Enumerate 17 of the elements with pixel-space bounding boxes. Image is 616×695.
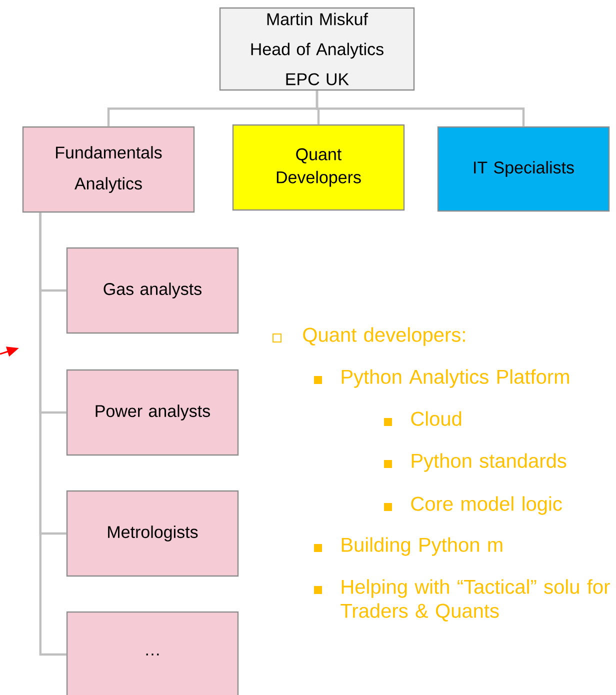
org-box: Quant Developers [232,124,405,211]
org-box: IT Specialists [437,126,610,212]
list-item: Core model logic [411,496,562,515]
org-box: … [66,611,239,695]
list-item: Python Analytics Platform [342,369,569,388]
connector-line [316,90,525,126]
org-box: Martin Miskuf Head of Analytics EPC UK [219,7,415,91]
list-item: Building Python m [342,537,502,556]
org-box: Metrologists [66,490,239,577]
list-item: Python standards [412,453,566,472]
list-item: Quant developers: [303,327,465,346]
connector-line [39,212,66,656]
org-box: Fundamentals Analytics [22,126,195,213]
org-box: Gas analysts [66,247,239,334]
list-item: Helping with “Tactical” solu for Traders & Quants [340,579,610,622]
list-item: Cloud [411,411,462,426]
org-box: Power analysts [66,369,239,456]
